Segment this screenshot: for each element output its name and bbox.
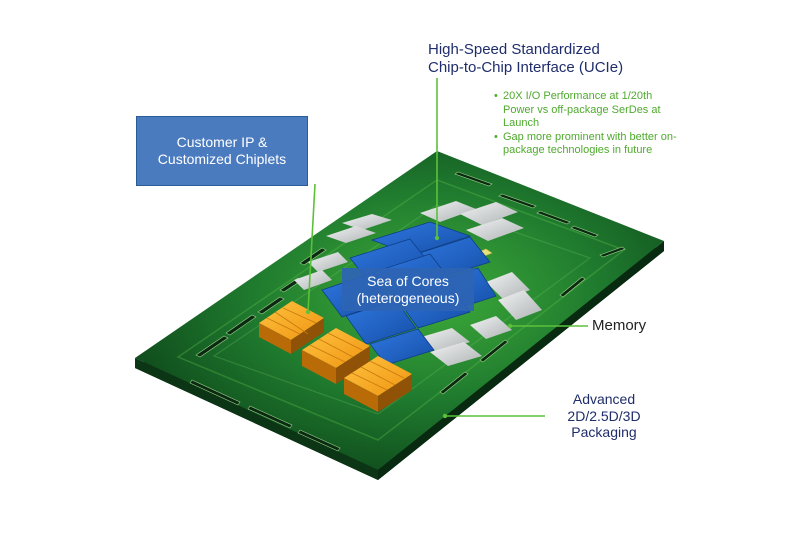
ucie-label-line1: High-Speed Standardized bbox=[428, 41, 600, 58]
sea-of-cores-box: Sea of Cores (heterogeneous) bbox=[342, 268, 474, 311]
customer-chiplets bbox=[259, 301, 412, 412]
ucie-bullet: Gap more prominent with better on-packag… bbox=[494, 131, 684, 158]
memory-tile bbox=[420, 201, 476, 222]
leader-line-customer bbox=[307, 183, 316, 313]
chiplet-stack bbox=[302, 328, 370, 384]
ucie-label: High-Speed Standardized Chip-to-Chip Int… bbox=[428, 41, 623, 76]
memory-tile bbox=[498, 290, 542, 320]
ucie-bullet: 20X I/O Performance at 1/20th Power vs o… bbox=[494, 90, 684, 131]
customer-ip-line2: Customized Chiplets bbox=[157, 151, 287, 167]
packaging-line2: 2D/2.5D/3D bbox=[567, 407, 641, 424]
memory-tile bbox=[342, 214, 392, 230]
memory-tile bbox=[466, 218, 524, 241]
memory-tile bbox=[430, 342, 482, 366]
connector-pads bbox=[189, 171, 626, 452]
ucie-label-line2: Chip-to-Chip Interface (UCIe) bbox=[428, 58, 624, 76]
packaging-line3: Packaging bbox=[571, 424, 637, 441]
memory-tile bbox=[470, 316, 512, 339]
memory-tile bbox=[326, 226, 376, 243]
customer-ip-box: Customer IP & Customized Chiplets bbox=[136, 116, 308, 186]
packaging-label: Advanced 2D/2.5D/3D Packaging bbox=[548, 391, 660, 441]
memory-tile bbox=[308, 252, 348, 272]
memory-tile bbox=[294, 270, 332, 290]
chiplet-stack bbox=[344, 356, 412, 412]
memory-tile bbox=[460, 202, 518, 225]
sea-of-cores-line1: Sea of Cores bbox=[367, 272, 449, 289]
leader-lines bbox=[307, 78, 588, 417]
ucie-bullet-list: 20X I/O Performance at 1/20th Power vs o… bbox=[494, 90, 684, 158]
customer-ip-line1: Customer IP & bbox=[176, 133, 268, 150]
memory-tiles bbox=[294, 201, 542, 366]
packaging-line1: Advanced bbox=[572, 391, 636, 407]
sea-of-cores-line2: (heterogeneous) bbox=[356, 289, 460, 306]
memory-label: Memory bbox=[592, 317, 647, 334]
